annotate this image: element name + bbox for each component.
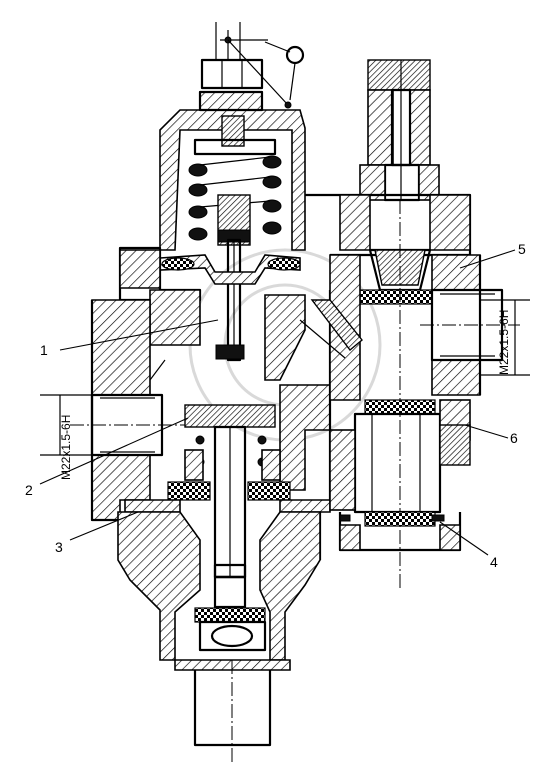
right-port: M22x1.5-6H <box>420 288 530 376</box>
callout-6-number: 6 <box>510 430 518 446</box>
callout-2: 2 <box>25 417 189 498</box>
right-port-thread-label: M22x1.5-6H <box>497 310 511 375</box>
spring-bonnet <box>159 58 306 251</box>
upper-valve-stem <box>215 194 251 362</box>
left-port: M22x1.5-6H <box>40 393 200 480</box>
callout-6: 6 <box>464 424 518 446</box>
callout-3: 3 <box>55 511 139 555</box>
callout-4: 4 <box>439 521 498 570</box>
pressure-gauge-symbol-icon <box>264 41 305 101</box>
right-valve-body <box>305 193 482 590</box>
pressure-spring <box>188 155 282 241</box>
callout-1: 1 <box>40 319 219 358</box>
lower-cap <box>117 511 321 661</box>
left-port-thread-label: M22x1.5-6H <box>59 415 73 480</box>
adjusting-screw-icon <box>215 22 292 109</box>
callout-4-number: 4 <box>490 554 498 570</box>
lower-valve-assembly <box>124 404 331 579</box>
callout-5-number: 5 <box>518 241 526 257</box>
callout-1-number: 1 <box>40 342 48 358</box>
connecting-passage <box>299 299 363 359</box>
callout-2-number: 2 <box>25 482 33 498</box>
right-relief-valve <box>359 59 440 202</box>
upper-diaphragm <box>159 254 301 285</box>
callout-3-number: 3 <box>55 539 63 555</box>
callout-5: 5 <box>459 241 526 269</box>
outlet-nozzle <box>174 659 291 765</box>
right-plunger <box>329 399 471 552</box>
